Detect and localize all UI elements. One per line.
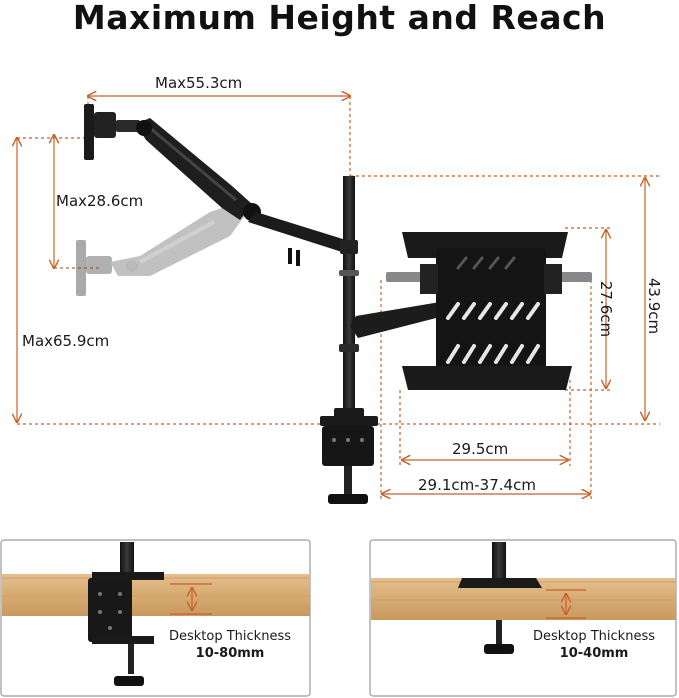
arm-raised: [84, 104, 346, 266]
dim-max-height: Max65.9cm: [22, 332, 110, 350]
clamp-panel-2-illustration: [371, 542, 676, 654]
main-clamp: [320, 416, 378, 504]
laptop-tray: [386, 232, 592, 390]
clamp-panel-1-illustration: [2, 542, 310, 686]
clamp-panel-2-caption: Desktop Thickness 10-40mm: [514, 628, 674, 662]
clamp-panel-frame-1: [0, 539, 311, 697]
clamp-panel-1-caption: Desktop Thickness 10-80mm: [150, 628, 310, 662]
dim-tray-adjustable-width: 29.1cm-37.4cm: [418, 476, 536, 494]
dim-tray-depth: 27.6cm: [597, 280, 615, 338]
clamp-panel-2-range: 10-40mm: [559, 646, 629, 661]
clamp-panel-1-range: 10-80mm: [195, 646, 265, 661]
dim-tray-width: 29.5cm: [452, 440, 509, 458]
pole: [334, 176, 444, 418]
clamp-panel-1-label: Desktop Thickness: [169, 629, 291, 644]
dim-tray-height: 43.9cm: [645, 277, 663, 335]
dimension-lines: [17, 96, 660, 500]
dim-max-arm-height: Max28.6cm: [56, 192, 144, 210]
clamp-panel-2-label: Desktop Thickness: [533, 629, 655, 644]
arm-lowered-ghost: [76, 204, 246, 296]
page-title: Maximum Height and Reach: [72, 0, 607, 37]
dim-max-reach: Max55.3cm: [155, 74, 243, 92]
